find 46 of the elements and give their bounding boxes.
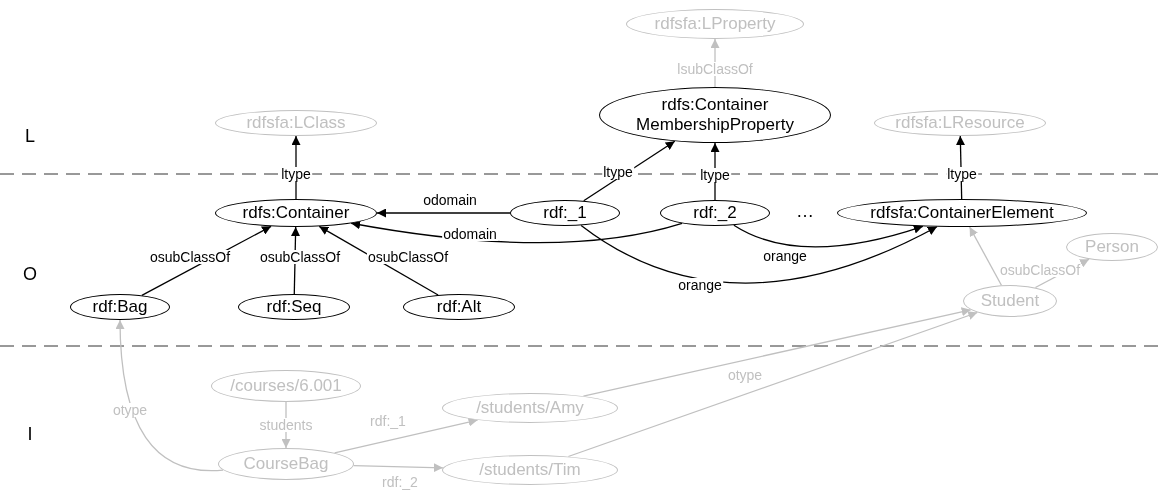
- layer-label: O: [23, 265, 37, 283]
- edge-label: osubClassOf: [258, 250, 342, 264]
- layer-label: I: [27, 425, 33, 443]
- edge-label: students: [258, 418, 314, 432]
- layer-label: L: [25, 127, 35, 145]
- class-ellipse: rdf:_2: [660, 200, 770, 226]
- class-ellipse: rdfsfa:ContainerElement: [837, 199, 1087, 227]
- edge-label: osubClassOf: [998, 263, 1082, 277]
- arrow: [582, 307, 972, 397]
- class-ellipse: Person: [1066, 233, 1158, 261]
- edge-label: ltype: [602, 165, 634, 179]
- class-ellipse: /courses/6.001: [211, 370, 361, 402]
- edge-label: lsubClassOf: [676, 62, 754, 76]
- arrow: [580, 224, 938, 284]
- class-ellipse: rdfsfa:LResource: [874, 110, 1046, 136]
- arrow: [968, 226, 1003, 286]
- arrow: [353, 463, 444, 473]
- arrow: [115, 319, 224, 472]
- edge-label: ltype: [280, 167, 312, 181]
- edge-label: rdf:_2: [381, 475, 419, 489]
- edge-label: ltype: [946, 167, 978, 181]
- arrow: [733, 224, 924, 248]
- class-ellipse: rdfsfa:LProperty: [626, 9, 804, 39]
- arrow: [334, 417, 479, 454]
- class-ellipse: rdf:_1: [510, 200, 620, 226]
- class-ellipse: rdfs:Container MembershipProperty: [599, 87, 831, 143]
- class-ellipse: rdfsfa:LClass: [215, 110, 377, 136]
- edge-label: otype: [111, 403, 149, 417]
- ellipsis-text: …: [796, 202, 814, 220]
- class-ellipse: rdfs:Container: [215, 199, 377, 227]
- edge-label: ltype: [699, 168, 731, 182]
- edge-label: odomain: [442, 227, 498, 241]
- class-ellipse: /students/Tim: [442, 455, 618, 485]
- edge-label: odomain: [422, 193, 478, 207]
- class-ellipse: /students/Amy: [442, 393, 618, 423]
- edge-label: rdf:_1: [369, 414, 407, 428]
- edge-label: osubClassOf: [148, 250, 232, 264]
- edge-label: orange: [677, 278, 723, 292]
- class-ellipse: Student: [963, 285, 1057, 317]
- class-ellipse: CourseBag: [218, 448, 354, 480]
- edge-label: osubClassOf: [366, 250, 450, 264]
- class-ellipse: rdf:Bag: [70, 294, 170, 320]
- arrow: [376, 208, 511, 218]
- class-ellipse: rdf:Seq: [238, 294, 350, 320]
- class-ellipse: rdf:Alt: [403, 294, 515, 320]
- edge-label: otype: [726, 368, 764, 382]
